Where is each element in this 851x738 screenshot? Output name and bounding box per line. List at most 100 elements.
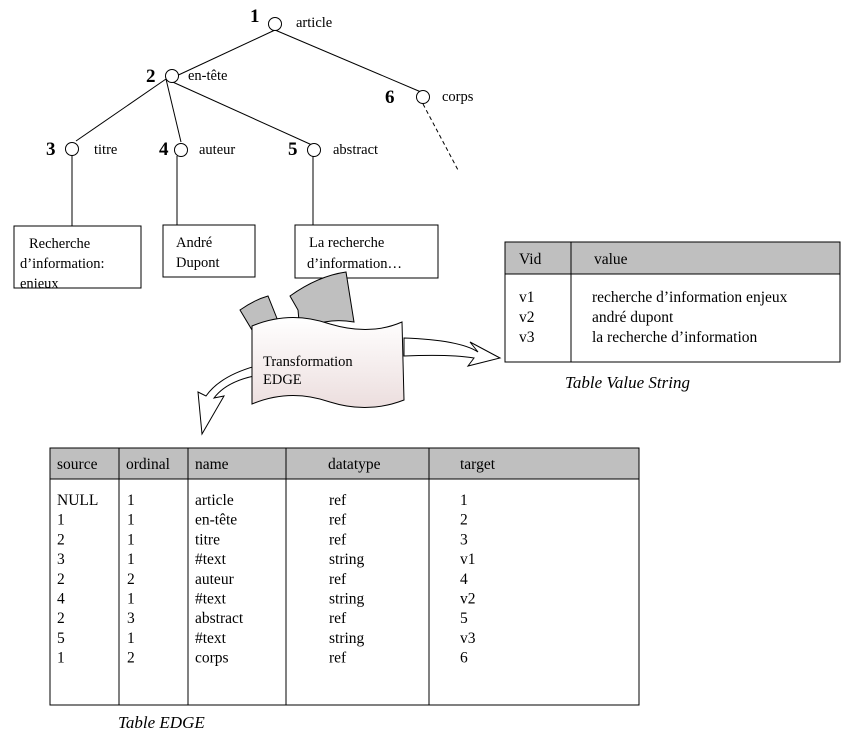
leaf-box-auteur: André Dupont — [162, 224, 256, 278]
edge-source-cell: 2 — [57, 571, 65, 588]
transformation-label-line-1: Transformation — [263, 354, 353, 370]
edge-ordinal-cell: 3 — [127, 610, 135, 627]
edge-target-cell: v3 — [460, 630, 476, 647]
tree-node-3-circle — [65, 142, 79, 156]
edge-target-cell: 3 — [460, 531, 468, 548]
tree-node-4-number: 4 — [159, 139, 169, 160]
edge-name-cell: abstract — [195, 610, 244, 627]
tree-edge-1-6 — [274, 29, 422, 93]
edge-datatype-cell: string — [329, 630, 365, 647]
tree-edge-1-2 — [171, 29, 276, 79]
tree-node-5-circle — [307, 143, 321, 157]
leaf-auteur-line-2: Dupont — [176, 255, 220, 271]
edge-table-header-source: source — [57, 456, 98, 473]
tree-node-3-number: 3 — [46, 139, 56, 160]
leaf-titre-line-3: enjeux — [20, 276, 59, 292]
edge-target-cell: 5 — [460, 610, 468, 627]
edge-ordinal-cell: 1 — [127, 492, 135, 509]
edge-ordinal-cell: 1 — [127, 630, 135, 647]
value-table-vid-cell: v3 — [519, 329, 535, 346]
edge-ordinal-cell: 1 — [127, 531, 135, 548]
edge-datatype-cell: ref — [329, 571, 347, 588]
tree-node-2-number: 2 — [146, 66, 156, 87]
edge-target-cell: v2 — [460, 591, 476, 608]
transformation-graphic: Transformation EDGE — [197, 271, 502, 436]
tree-node-6-circle — [416, 90, 430, 104]
tree-edge-2-4 — [165, 78, 182, 143]
edge-source-cell: 2 — [57, 531, 65, 548]
transformation-banner — [251, 317, 405, 409]
value-table-caption: Table Value String — [565, 373, 690, 392]
edge-source-cell: 4 — [57, 591, 65, 608]
edge-table-header-name: name — [195, 456, 229, 473]
value-table-value-cell: la recherche d’information — [592, 329, 757, 346]
tree-node-6-label: corps — [442, 89, 474, 105]
leaf-titre-line-2: d’information: — [20, 256, 105, 272]
edge-datatype-cell: string — [329, 591, 365, 608]
tree-node-1-number: 1 — [250, 6, 260, 27]
tree-node-2-label: en-tête — [188, 68, 227, 84]
value-string-table: Vid value v1 recherche d’information enje… — [504, 241, 841, 363]
tree-node-5-number: 5 — [288, 139, 298, 160]
leaf-abstract-line-2: d’information… — [307, 256, 402, 272]
edge-name-cell: #text — [195, 630, 227, 647]
leaf-box-abstract: La recherche d’information… — [294, 224, 439, 279]
edge-name-cell: corps — [195, 650, 229, 667]
tree-edge-2-3 — [75, 78, 167, 142]
value-table-value-cell: andré dupont — [592, 309, 674, 326]
tree-edge-2-5 — [165, 78, 313, 146]
edge-datatype-cell: ref — [329, 650, 347, 667]
edge-ordinal-cell: 1 — [127, 591, 135, 608]
tree-node-1-label: article — [296, 15, 332, 31]
value-table-vid-cell: v1 — [519, 289, 535, 306]
edge-name-cell: auteur — [195, 571, 235, 588]
edge-datatype-cell: ref — [329, 492, 347, 509]
edge-table-header-ordinal: ordinal — [126, 456, 170, 473]
tree-node-5-label: abstract — [333, 142, 378, 158]
edge-source-cell: 5 — [57, 630, 65, 647]
tree-node-6-number: 6 — [385, 87, 395, 108]
edge-target-cell: 1 — [460, 492, 468, 509]
edge-name-cell: #text — [195, 551, 227, 568]
edge-source-cell: 2 — [57, 610, 65, 627]
edge-datatype-cell: ref — [329, 610, 347, 627]
edge-source-cell: 3 — [57, 551, 65, 568]
edge-target-cell: 2 — [460, 512, 468, 529]
edge-datatype-cell: ref — [329, 531, 347, 548]
curved-arrow-right — [403, 337, 502, 367]
tree-node-1-circle — [268, 17, 282, 31]
edge-ordinal-cell: 1 — [127, 551, 135, 568]
edge-source-cell: 1 — [57, 512, 65, 529]
tree-node-2-circle — [165, 69, 179, 83]
tree-edge-6-dashed — [422, 103, 459, 171]
edge-datatype-cell: ref — [329, 512, 347, 529]
tree-node-4-label: auteur — [199, 142, 235, 158]
xml-tree: 1 article 2 en-tête 3 titre 4 auteur 5 a… — [13, 6, 474, 292]
edge-name-cell: en-tête — [195, 512, 237, 529]
transformation-label-line-2: EDGE — [263, 372, 302, 388]
curved-arrow-bottom-left — [197, 365, 257, 436]
edge-source-cell: 1 — [57, 650, 65, 667]
edge-ordinal-cell: 2 — [127, 650, 135, 667]
leaf-auteur-line-1: André — [176, 235, 212, 251]
edge-name-cell: titre — [195, 531, 220, 548]
edge-table: source ordinal name datatype target NULL… — [49, 447, 640, 706]
leaf-abstract-line-1: La recherche — [309, 235, 384, 251]
edge-source-cell: NULL — [57, 492, 98, 509]
edge-target-cell: v1 — [460, 551, 476, 568]
edge-table-caption: Table EDGE — [118, 713, 205, 732]
tree-node-4-circle — [174, 143, 188, 157]
value-table-header-vid: Vid — [519, 251, 542, 268]
edge-name-cell: article — [195, 492, 234, 509]
edge-name-cell: #text — [195, 591, 227, 608]
value-table-header-value: value — [594, 251, 628, 268]
leaf-box-titre: Recherche d’information: enjeux — [13, 225, 142, 292]
leaf-titre-line-1: Recherche — [29, 236, 90, 252]
edge-target-cell: 6 — [460, 650, 468, 667]
tree-node-3-label: titre — [94, 142, 117, 158]
value-table-value-cell: recherche d’information enjeux — [592, 289, 788, 306]
edge-table-header-datatype: datatype — [328, 456, 381, 473]
edge-datatype-cell: string — [329, 551, 365, 568]
edge-ordinal-cell: 2 — [127, 571, 135, 588]
